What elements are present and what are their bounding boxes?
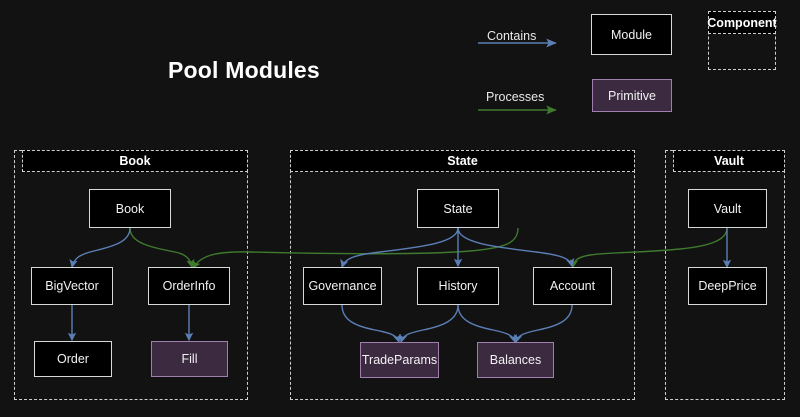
node-state-label: State [443,201,473,216]
node-fill[interactable]: Fill [151,341,228,377]
legend-shape-module: Module [591,14,672,55]
legend-label-processes: Processes [486,90,545,104]
node-orderinfo-label: OrderInfo [162,279,216,293]
node-order[interactable]: Order [34,341,112,377]
page-title: Pool Modules [168,57,320,83]
legend-shape-module-label: Module [611,27,652,42]
node-vault[interactable]: Vault [688,189,767,228]
node-history[interactable]: History [417,267,499,305]
node-book-label: Book [115,201,145,216]
legend-shape-primitive-label: Primitive [608,88,656,103]
node-order-label: Order [57,352,89,366]
node-account[interactable]: Account [533,267,612,305]
node-account-label: Account [549,279,596,293]
node-fill-label: Fill [181,352,198,366]
container-vault-label: Vault [714,154,744,168]
node-bigvector-label: BigVector [45,279,99,293]
container-vault-header: Vault [673,150,785,172]
node-balances[interactable]: Balances [477,342,554,378]
node-history-label: History [438,279,478,293]
container-state-label: State [447,154,478,168]
node-deepprice-label: DeepPrice [698,279,757,293]
node-governance-label: Governance [308,279,377,293]
node-tradeparams[interactable]: TradeParams [360,342,439,378]
container-state-header: State [290,150,635,172]
container-book-label: Book [119,154,151,168]
legend-shape-primitive: Primitive [592,79,672,112]
node-orderinfo[interactable]: OrderInfo [148,267,230,305]
node-bigvector[interactable]: BigVector [31,267,113,305]
node-deepprice[interactable]: DeepPrice [688,267,767,305]
node-state[interactable]: State [417,189,499,228]
legend-shape-component-header: Component [707,11,777,34]
node-vault-label: Vault [713,201,742,216]
legend-shape-component-label: Component [707,15,777,30]
legend-label-contains: Contains [487,29,537,43]
node-book[interactable]: Book [89,189,171,228]
node-tradeparams-label: TradeParams [361,353,438,367]
container-book-header: Book [22,150,248,172]
node-balances-label: Balances [489,353,542,367]
node-governance[interactable]: Governance [303,267,382,305]
